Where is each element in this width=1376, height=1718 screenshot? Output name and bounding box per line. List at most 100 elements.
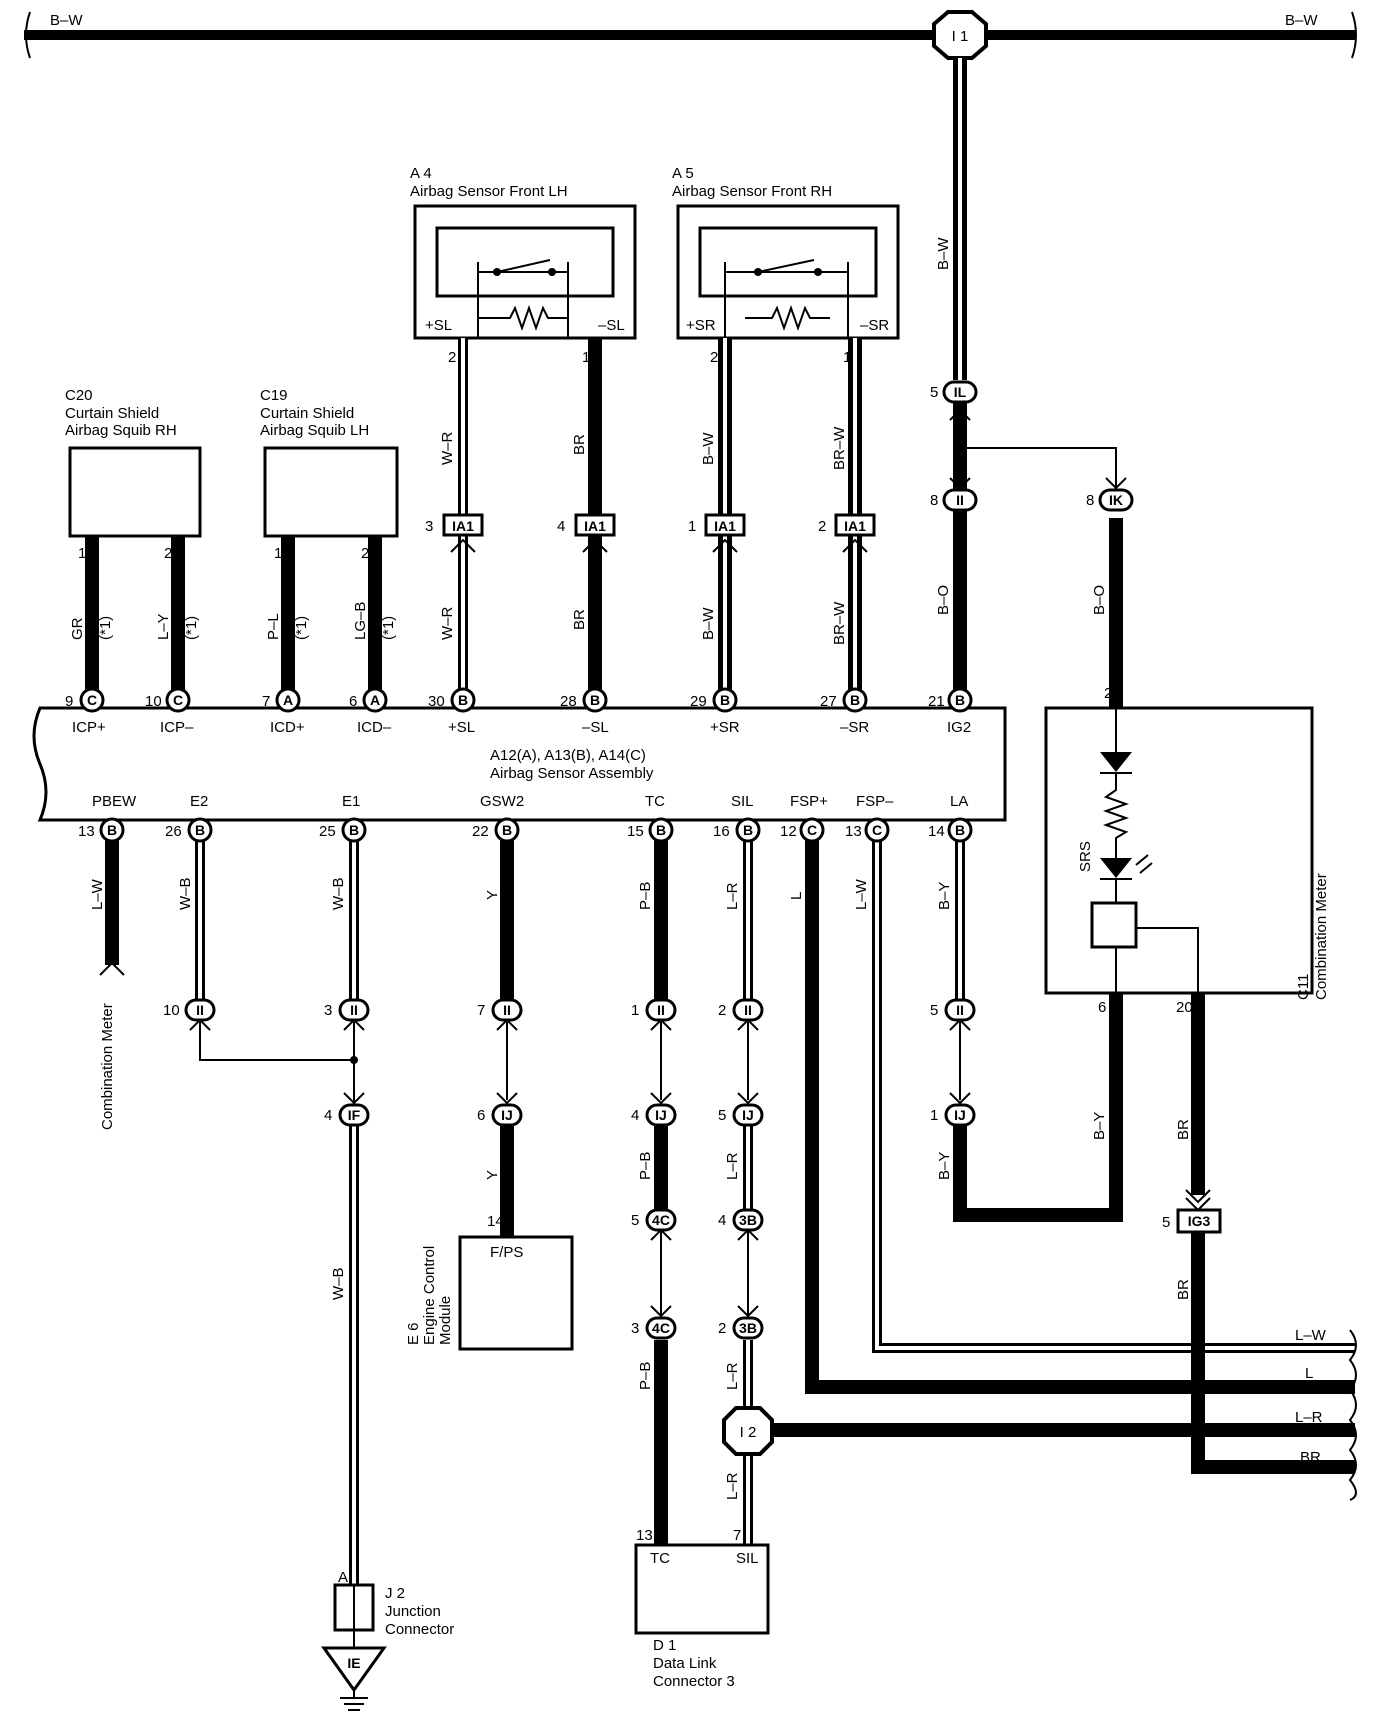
- a4-id: A 4: [410, 165, 432, 182]
- bt-name-e2: E2: [190, 793, 208, 810]
- svg-text:B: B: [850, 692, 860, 708]
- wire-c11-out1: B–Y: [1091, 1112, 1108, 1140]
- wire-c19-1: P–L: [265, 613, 282, 640]
- wire-c20-2: L–Y: [155, 613, 172, 640]
- svg-text:B: B: [502, 822, 512, 838]
- ground-label: IE: [347, 1655, 360, 1671]
- wire-tc: P–B: [637, 882, 654, 910]
- terminal-sil: B16: [713, 817, 761, 843]
- pbew-dest: Combination Meter: [99, 1003, 116, 1130]
- svg-text:C: C: [872, 822, 882, 838]
- svg-text:9: 9: [65, 693, 73, 710]
- svg-text:II: II: [503, 1002, 511, 1018]
- svg-text:7: 7: [477, 1002, 485, 1019]
- wire-a4-plus-lo: W–R: [439, 607, 456, 641]
- svg-text:IJ: IJ: [501, 1107, 513, 1123]
- data-link-connector: 13 7 TC SIL D 1 Data Link Connector 3: [634, 1527, 770, 1690]
- svg-text:C: C: [807, 822, 817, 838]
- svg-text:28: 28: [560, 693, 577, 710]
- terminal-icp-minus: C 10 ICP–: [145, 687, 194, 736]
- svg-text:ICP+: ICP+: [72, 719, 106, 736]
- svg-text:4C: 4C: [652, 1320, 670, 1336]
- upper-wire-labels: GR (*1) L–Y (*1) P–L (*1) LG–B (*1) W–R …: [69, 426, 1108, 645]
- terminal-tc: B15: [627, 817, 674, 843]
- engine-control-module: 14 F/PS E 6 Engine Control Module: [405, 1213, 574, 1351]
- bt-name-tc: TC: [645, 793, 665, 810]
- wire-fsp-minus: L–W: [853, 878, 870, 910]
- d1-term-sil: SIL: [736, 1550, 759, 1567]
- svg-text:5: 5: [718, 1107, 726, 1124]
- ii-top-pin: 8: [930, 492, 938, 509]
- terminal-fsp-plus: C12: [780, 817, 825, 843]
- ia1-label-2: IA1: [584, 518, 606, 534]
- terminal-plus-sl: B 30 +SL: [428, 687, 476, 736]
- svg-text:14: 14: [928, 823, 945, 840]
- wire-e1: W–B: [330, 877, 347, 910]
- note-c20-1: (*1): [97, 616, 114, 640]
- wire-c11-out2: BR: [1175, 1119, 1192, 1140]
- curtain-shield-rh: C20 Curtain Shield Airbag Squib RH: [65, 387, 202, 538]
- c19-name-1: Curtain Shield: [260, 405, 354, 422]
- wire-a5-plus-lo: B–W: [700, 607, 717, 640]
- svg-text:5: 5: [930, 1002, 938, 1019]
- svg-text:IJ: IJ: [655, 1107, 667, 1123]
- svg-text:IG2: IG2: [947, 719, 971, 736]
- wire-e1-lower: W–B: [330, 1267, 347, 1300]
- ia1-pin-4: 2: [818, 518, 826, 535]
- note-c19-2: (*1): [380, 616, 397, 640]
- assembly-name: Airbag Sensor Assembly: [490, 765, 654, 782]
- svg-text:26: 26: [165, 823, 182, 840]
- a4-name: Airbag Sensor Front LH: [410, 183, 568, 200]
- terminal-fsp-minus: C 13: [845, 817, 890, 843]
- a5-name: Airbag Sensor Front RH: [672, 183, 832, 200]
- terminal-minus-sl: B 28 –SL: [560, 687, 609, 736]
- svg-text:6: 6: [349, 693, 357, 710]
- j2-pin: A: [338, 1569, 348, 1586]
- j2-name-1: Junction: [385, 1603, 441, 1620]
- d1-tc-pin: 13: [636, 1527, 653, 1544]
- terminal-plus-sr: B 29 +SR: [690, 687, 740, 736]
- ia1-pin-1: 3: [425, 518, 433, 535]
- svg-text:II: II: [350, 1002, 358, 1018]
- j2-id: J 2: [385, 1585, 405, 1602]
- bt-name-sil: SIL: [731, 793, 754, 810]
- svg-text:10: 10: [163, 1002, 180, 1019]
- wire-a5-minus-up: BR–W: [831, 426, 848, 470]
- ii-top-label: II: [956, 492, 964, 508]
- exit-l-r: L–R: [1295, 1409, 1323, 1426]
- svg-text:13: 13: [845, 823, 862, 840]
- bt-name-gsw2: GSW2: [480, 793, 524, 810]
- wire-fsp-plus: L: [788, 892, 805, 900]
- a4-term-minus: –SL: [598, 317, 625, 334]
- wire-a5-minus-lo: BR–W: [831, 601, 848, 645]
- wire-ik: B–O: [1091, 585, 1108, 615]
- svg-text:C: C: [87, 692, 97, 708]
- wire-a4-minus-up: BR: [571, 434, 588, 455]
- ia1-label-3: IA1: [714, 518, 736, 534]
- svg-text:21: 21: [928, 693, 945, 710]
- svg-text:15: 15: [627, 823, 644, 840]
- svg-text:A: A: [370, 692, 380, 708]
- curtain-shield-lh: C19 Curtain Shield Airbag Squib LH: [260, 387, 399, 538]
- wire-a5-plus-up: B–W: [700, 432, 717, 465]
- splice-i2: [722, 1406, 774, 1456]
- svg-text:B: B: [590, 692, 600, 708]
- wire-la-lower: B–Y: [936, 1152, 953, 1180]
- svg-text:4: 4: [324, 1107, 332, 1124]
- terminal-icp-plus: C 9 ICP+: [65, 687, 106, 736]
- ig3-label: IG3: [1188, 1213, 1211, 1229]
- c11-id: C11: [1295, 974, 1312, 1000]
- ia1-label-4: IA1: [844, 518, 866, 534]
- lower-wires: [99, 830, 1357, 1585]
- a4-minus-pin: 1: [582, 349, 590, 366]
- svg-text:ICD–: ICD–: [357, 719, 392, 736]
- combination-meter-c11: 2 SRS C11 Combination Meter 6 20: [1044, 685, 1330, 1016]
- j2-name-2: Connector: [385, 1621, 454, 1638]
- wire-gsw2-lower: Y: [484, 1170, 501, 1180]
- e6-pin: 14: [487, 1213, 504, 1230]
- terminal-icd-minus: A 6 ICD–: [349, 687, 392, 736]
- svg-text:II: II: [744, 1002, 752, 1018]
- wire-e2: W–B: [177, 877, 194, 910]
- svg-text:B: B: [720, 692, 730, 708]
- c20-name-2: Airbag Squib RH: [65, 422, 177, 439]
